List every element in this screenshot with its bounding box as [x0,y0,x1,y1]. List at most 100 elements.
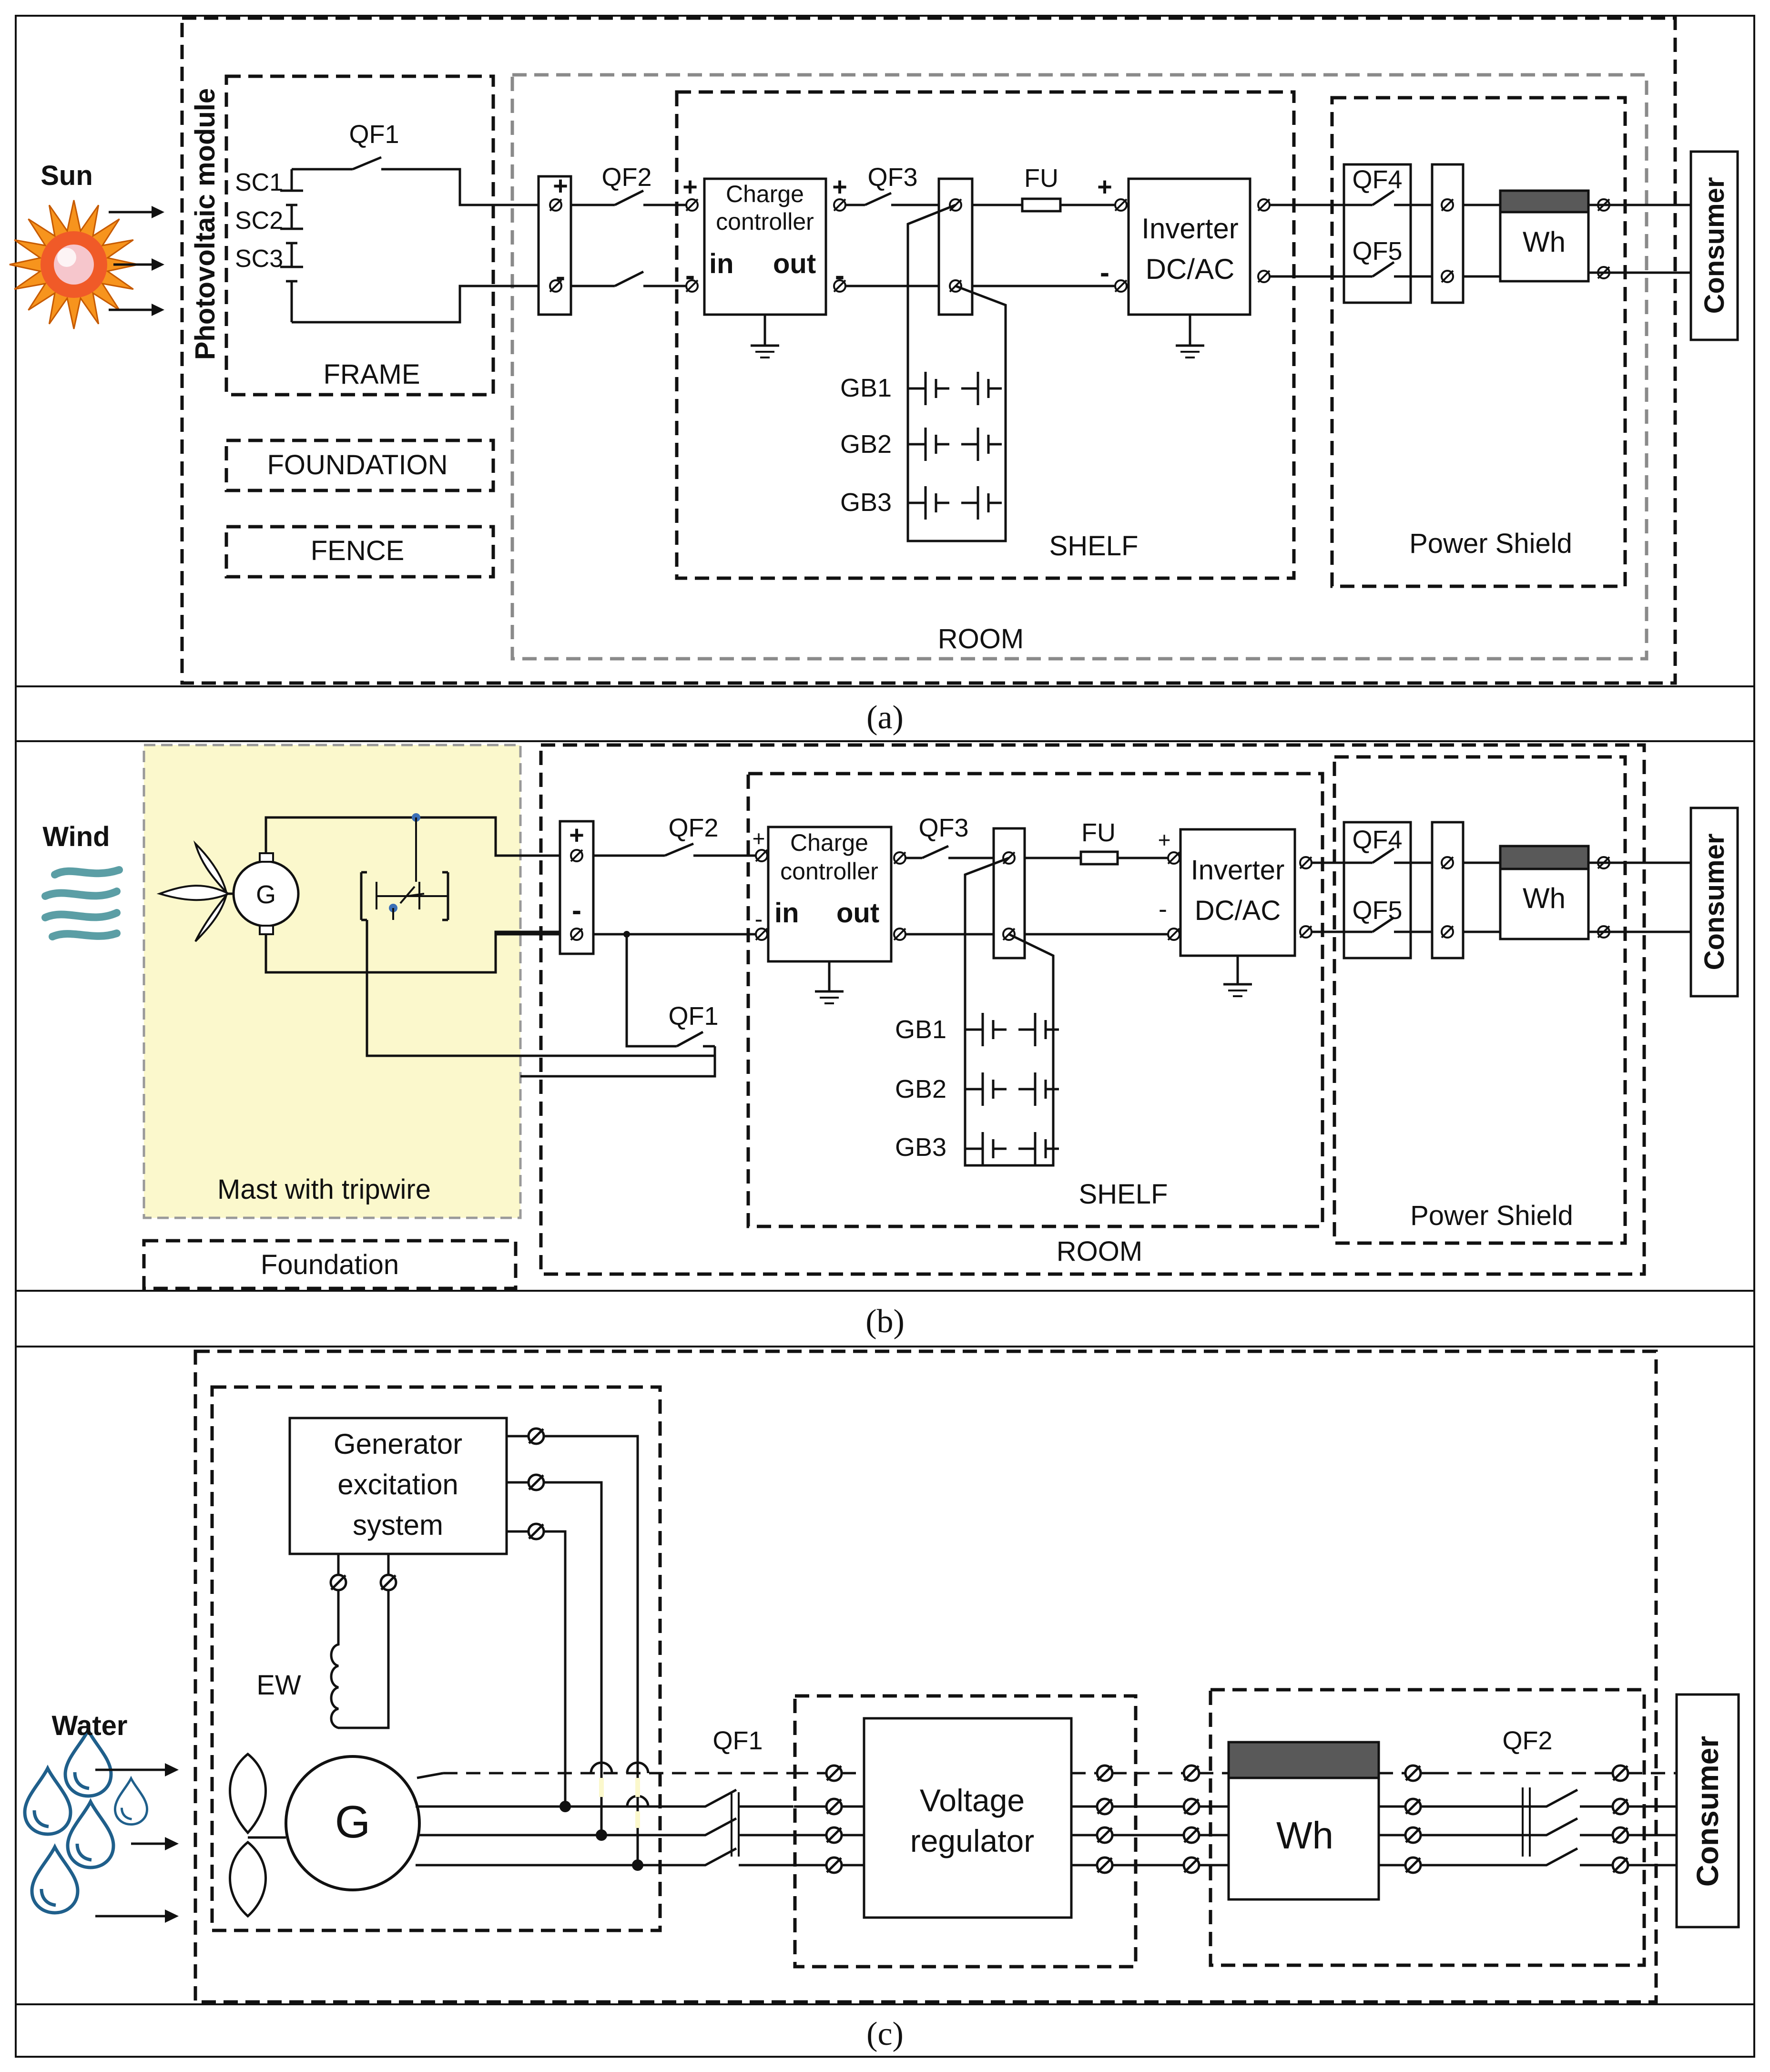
regulator-input-terminals [825,1764,843,1874]
switch-qf4: QF4 [1352,165,1402,194]
fence-zone [224,525,495,579]
terminal-screw [1404,1826,1422,1844]
battery-gb1: GB1 [840,374,892,402]
plus-sign: + [682,173,698,201]
switch-qf3: QF3 [867,163,917,192]
shelf-zone [746,772,1324,1228]
winding-ew: EW [256,1670,301,1701]
water-drop-icon [30,1843,80,1915]
module-label: Photovoltaic module [190,88,221,360]
foundation-label: FOUNDATION [267,449,448,480]
excitation-terminals [329,1427,545,1592]
regulator-zone [793,1694,1138,1969]
battery-gb1: GB1 [895,1015,946,1044]
water-drops-icon [23,1726,149,1915]
terminals-inv-out [1299,856,1312,939]
terminal-screw [1096,1797,1114,1816]
generator-zone [210,1385,662,1932]
source-label-wind: Wind [42,821,110,852]
switchgear-qf4-qf5 [1343,163,1412,304]
meter-display [1499,189,1590,214]
terminals-meter [1597,198,1610,279]
terminal-screw [1182,1826,1200,1844]
room-zone [510,73,1648,661]
meter-label: Wh [1523,226,1566,258]
breaker-qf2 [1434,1772,1606,1867]
breaker-qf1 [677,1788,793,1867]
consumer-box [1689,806,1739,998]
water-drop-icon [66,1798,115,1869]
meter-input-terminals [1182,1764,1200,1874]
terminals-block1 [549,198,562,293]
battery-bank [909,372,1002,520]
terminal-screw [825,1764,843,1782]
charge-controller [703,177,827,316]
switch-qf3: QF3 [918,814,968,842]
power-shield-label: Power Shield [1409,528,1572,559]
room-label: ROOM [938,623,1024,654]
switch-qf5: QF5 [1352,237,1402,265]
battery-gb2: GB2 [840,430,892,459]
battery-cell-symbol [966,1132,1059,1165]
charge-controller-label: controller [780,858,878,885]
excitation-label: system [353,1509,443,1541]
minus-sign: - [572,894,581,926]
switch-qf1: QF1 [349,120,399,149]
cc-out-label: out [773,248,816,279]
terminal-screw [1182,1764,1200,1782]
terminals-cc-out [893,851,906,941]
plus-sign: + [753,826,765,851]
fuse-fu [1021,197,1062,213]
foundation-label: Foundation [261,1249,399,1280]
frame-label: FRAME [324,359,420,390]
meter-label: Wh [1523,882,1566,914]
plus-sign: + [569,821,584,849]
battery-cell-symbol [966,1013,1059,1046]
consumer-label: Consumer [1699,177,1730,314]
terminals-inv-out [1257,198,1271,283]
terminal-screw [1611,1856,1629,1874]
cc-in-label: in [709,248,734,279]
meter-zone [1209,1688,1646,1967]
switch-qf4: QF4 [1352,826,1402,854]
source-label-sun: Sun [41,160,93,191]
cc-out-label: out [836,898,879,929]
foundation-zone [142,1239,518,1290]
charge-controller-label: controller [716,208,814,235]
foundation-zone [224,439,495,492]
wind-icon [41,866,123,940]
switchgear-qf4-qf5 [1343,821,1412,959]
terminal-screw [825,1826,843,1844]
consumer-terminals [1611,1764,1629,1874]
terminal-screw [1611,1764,1629,1782]
inverter-label: Inverter [1141,213,1238,245]
consumer-label: Consumer [1699,834,1730,970]
sun-icon [9,200,139,329]
fuse-fu [1079,850,1119,866]
meter-output-terminals [1404,1764,1422,1874]
terminal-screw [1182,1856,1200,1874]
power-shield-zone [1333,755,1627,1245]
meter-display [1499,845,1590,870]
terminals-meter [1597,856,1610,939]
inverter-label: DC/AC [1195,895,1281,926]
terminal-screw [1096,1764,1114,1782]
hydro-turbine-icon [229,1752,286,1918]
battery-gb2: GB2 [895,1075,946,1103]
terminal-screw [1182,1797,1200,1816]
room-label: ROOM [1057,1236,1142,1267]
wire-crossovers [590,1761,650,1828]
regulator-output-terminals [1096,1764,1114,1874]
battery-cell-symbol [909,428,1002,461]
charge-controller-label: Charge [790,829,868,856]
caption-b: (b) [865,1303,905,1340]
source-label-water: Water [52,1710,128,1741]
plus-sign: + [832,173,847,201]
caption-a: (a) [866,699,904,736]
terminal-screw [1404,1764,1422,1782]
switch-qf2-symbol [571,189,686,287]
battery-cell-symbol [909,372,1002,405]
terminal-screw [1096,1856,1114,1874]
fuse-label: FU [1024,164,1058,193]
